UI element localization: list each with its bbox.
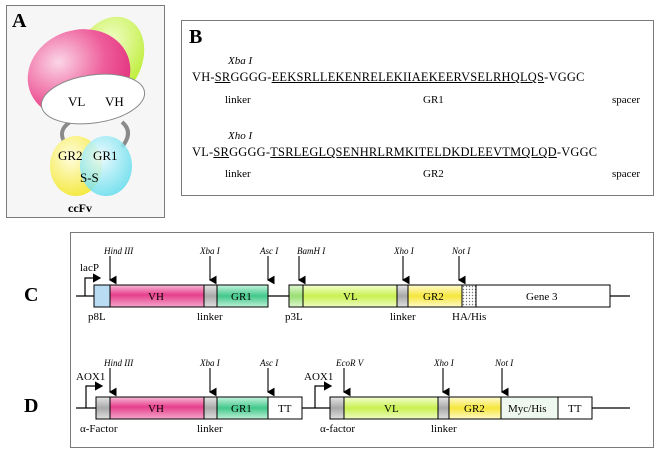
d-gr2-label: GR2 xyxy=(464,403,485,415)
aox1-label-2: AOX1 xyxy=(304,371,333,383)
d-gr1-label: GR1 xyxy=(231,403,252,415)
panel-b-label: B xyxy=(189,26,203,48)
gr1-label: GR1 xyxy=(93,148,118,163)
gr2-label: GR2 xyxy=(58,148,83,163)
d-linker2-caption: linker xyxy=(431,423,457,435)
d-linker2-segment xyxy=(437,396,450,420)
panel-d-label: D xyxy=(24,395,39,417)
alpha-factor-segment-2 xyxy=(329,396,345,420)
ecorv-label-d: EcoR V xyxy=(335,358,365,368)
ha-his-segment xyxy=(461,284,477,308)
noti-label-d: Not I xyxy=(494,358,514,368)
spacer-label-2: spacer xyxy=(612,168,641,180)
gr2-construct-sequence: VL-SRGGGG-TSRLEGLQSENHRLRMKITELDKDLEEVTM… xyxy=(192,145,598,159)
spacer-label-1: spacer xyxy=(612,94,641,106)
c-linker2-segment xyxy=(396,284,409,308)
vl-label: VL xyxy=(68,94,85,109)
linker-label-2: linker xyxy=(225,168,251,180)
p8l-segment xyxy=(93,284,111,308)
gr1-domain xyxy=(80,136,132,196)
p3l-segment xyxy=(288,284,304,308)
asci-label-d: Asc I xyxy=(259,358,279,368)
xhoi-label-d: Xho I xyxy=(433,358,455,368)
d-tt-label-1: TT xyxy=(278,403,292,415)
p8l-caption: p8L xyxy=(88,311,106,323)
c-gr1-segment xyxy=(216,284,269,308)
gene3-segment xyxy=(475,284,611,308)
panel-a-label: A xyxy=(12,10,27,32)
xbai-site-label: Xba I xyxy=(228,55,253,67)
d-tt-segment-2 xyxy=(557,396,593,420)
gr1-label-b: GR1 xyxy=(423,94,444,106)
c-linker2-caption: linker xyxy=(390,311,416,323)
d-tt-label-2: TT xyxy=(568,403,582,415)
panel-cd xyxy=(70,232,654,448)
d-promoter-arrow-1 xyxy=(85,381,104,408)
d-linker1-caption: linker xyxy=(197,423,223,435)
d-vh-label: VH xyxy=(148,403,164,415)
c-promoter-arrow xyxy=(84,273,102,296)
xhoi-label-c: Xho I xyxy=(393,246,415,256)
bamhi-label-c: BamH I xyxy=(297,246,326,256)
disulfide-label: S-S xyxy=(80,170,99,185)
noti-label-c: Not I xyxy=(451,246,471,256)
ccfv-caption: ccFv xyxy=(68,201,92,215)
d-linker1-segment xyxy=(203,396,218,420)
d-promoter-arrow-2 xyxy=(314,381,333,408)
c-linker1-segment xyxy=(203,284,218,308)
alpha-factor-caption-2: α-factor xyxy=(320,423,355,435)
vl-vh-domain xyxy=(40,73,146,125)
linker-label-1: linker xyxy=(225,94,251,106)
lacp-label: lacP xyxy=(80,262,99,274)
panel-c-label: C xyxy=(24,284,39,306)
c-vh-label: VH xyxy=(148,291,164,303)
myc-his-label: Myc/His xyxy=(508,403,547,415)
p3l-caption: p3L xyxy=(285,311,303,323)
alpha-factor-caption-1: α-Factor xyxy=(80,423,118,435)
hindiii-label-d: Hind III xyxy=(103,358,134,368)
aox1-label-1: AOX1 xyxy=(76,371,105,383)
xhoi-site-label: Xho I xyxy=(228,130,253,142)
xbai-label-d: Xba I xyxy=(199,358,221,368)
xbai-label-c: Xba I xyxy=(199,246,221,256)
c-gr2-label: GR2 xyxy=(423,291,444,303)
ha-his-caption: HA/His xyxy=(452,311,486,323)
c-linker1-caption: linker xyxy=(197,311,223,323)
gr1-construct-sequence: VH-SRGGGG-EEKSRLLEKENRELEKIIAEKEERVSELRH… xyxy=(192,70,585,84)
c-gr1-label: GR1 xyxy=(231,291,252,303)
alpha-factor-segment-1 xyxy=(95,396,111,420)
gene3-label: Gene 3 xyxy=(526,291,558,303)
asci-label-c: Asc I xyxy=(259,246,279,256)
vh-label: VH xyxy=(105,94,124,109)
d-tt-segment-1 xyxy=(267,396,303,420)
c-vl-label: VL xyxy=(343,291,358,303)
panel-b xyxy=(181,20,654,196)
gr2-label-b: GR2 xyxy=(423,168,444,180)
d-vl-label: VL xyxy=(384,403,399,415)
hindiii-label-c: Hind III xyxy=(103,246,134,256)
